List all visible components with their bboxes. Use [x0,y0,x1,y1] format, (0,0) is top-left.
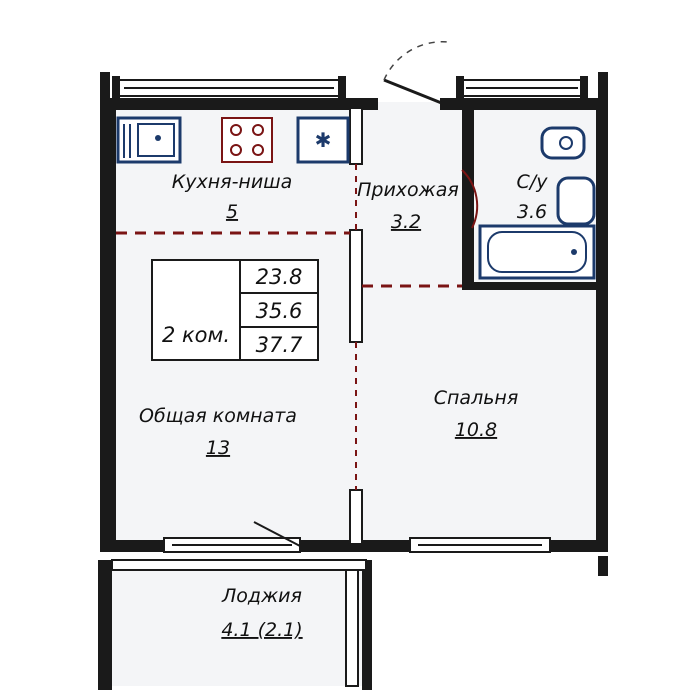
kitchen-fixtures: ✱ [116,116,350,164]
loggia-floor [112,566,366,686]
window-kitchen [112,76,346,100]
rooms-count: 2 ком. [162,323,230,347]
hall-area: 3.2 [391,211,421,233]
living-name: Общая комната [139,405,297,427]
bathroom-name: С/у [517,171,549,193]
bedroom-area: 10.8 [455,419,497,441]
loggia-area: 4.1 (2.1) [221,619,302,641]
bedroom-name: Спальня [434,387,519,409]
svg-text:✱: ✱ [315,128,332,152]
balcony-door [163,521,301,553]
bathroom-door-arc [461,169,479,229]
loggia-walls [98,556,608,690]
living-area-label: 13 [206,437,230,459]
bathroom-area: 3.6 [517,201,547,223]
entrance-door [383,41,449,106]
bathroom-fixtures [478,126,596,280]
total-area: 35.6 [256,299,303,323]
window-bathroom [456,76,588,100]
loggia-name: Лоджия [221,585,302,607]
hall-name: Прихожая [357,179,459,201]
living-area: 23.8 [256,265,303,289]
window-bedroom [409,537,551,553]
area-summary-table: 2 ком. 23.8 35.6 37.7 [151,259,319,361]
kitchen-area: 5 [226,201,238,223]
kitchen-name: Кухня-ниша [172,171,293,193]
total-with-loggia: 37.7 [256,333,303,357]
